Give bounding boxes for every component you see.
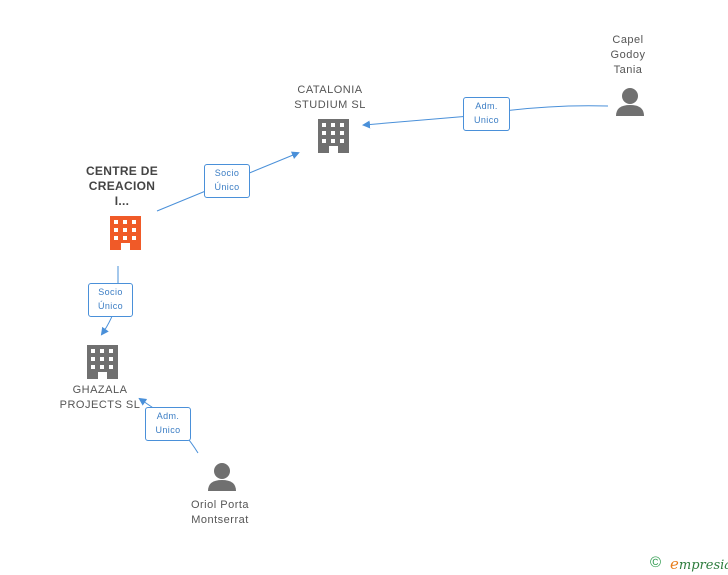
edge-label-line: Único: [97, 301, 123, 311]
label-line: CATALONIA: [297, 84, 363, 96]
edge-label-line: Unico: [155, 425, 181, 435]
edge-label-adm-unico[interactable]: Adm. Unico: [145, 407, 191, 441]
edge-label-line: Socio: [98, 287, 123, 297]
label-line: Montserrat: [191, 514, 249, 526]
label-line: STUDIUM SL: [294, 99, 366, 111]
label-line: PROJECTS SL: [59, 399, 141, 411]
node-catalonia-label[interactable]: CATALONIA STUDIUM SL: [280, 83, 380, 113]
label-line: Oriol Porta: [190, 499, 250, 511]
edge-label-line: Unico: [473, 115, 499, 125]
building-icon[interactable]: [318, 119, 349, 153]
edge-label-line: Socio: [214, 168, 240, 178]
node-oriol-label[interactable]: Oriol Porta Montserrat: [170, 498, 270, 528]
node-ghazala-label[interactable]: GHAZALA PROJECTS SL: [50, 383, 150, 413]
building-icon[interactable]: [110, 216, 141, 250]
person-icon[interactable]: [616, 88, 644, 116]
edge-label-line: Adm.: [475, 101, 498, 111]
brand-name: empresia: [670, 555, 728, 573]
node-centre-label[interactable]: CENTRE DE CREACION I...: [72, 164, 172, 209]
label-line: I...: [114, 194, 130, 208]
edge-label-line: Adm.: [156, 411, 180, 421]
label-line: Godoy: [610, 49, 646, 61]
label-line: Tania: [613, 64, 643, 76]
label-line: CREACION: [88, 179, 156, 193]
node-capel-label[interactable]: Capel Godoy Tania: [590, 33, 666, 78]
label-line: GHAZALA: [72, 384, 128, 396]
brand-rest: mpresia: [678, 558, 728, 573]
empresia-logo[interactable]: © empresia: [650, 554, 728, 574]
label-line: CENTRE DE: [85, 164, 159, 178]
edge-label-socio-unico[interactable]: Socio Único: [204, 164, 250, 198]
edge-label-socio-unico[interactable]: Socio Único: [88, 283, 133, 317]
label-line: Capel: [612, 34, 644, 46]
brand-initial: e: [670, 555, 679, 573]
copyright-icon: ©: [650, 554, 662, 571]
person-icon[interactable]: [208, 463, 236, 491]
edge-label-adm-unico[interactable]: Adm. Unico: [463, 97, 510, 131]
building-icon[interactable]: [87, 345, 118, 379]
edge-label-line: Único: [214, 182, 240, 192]
